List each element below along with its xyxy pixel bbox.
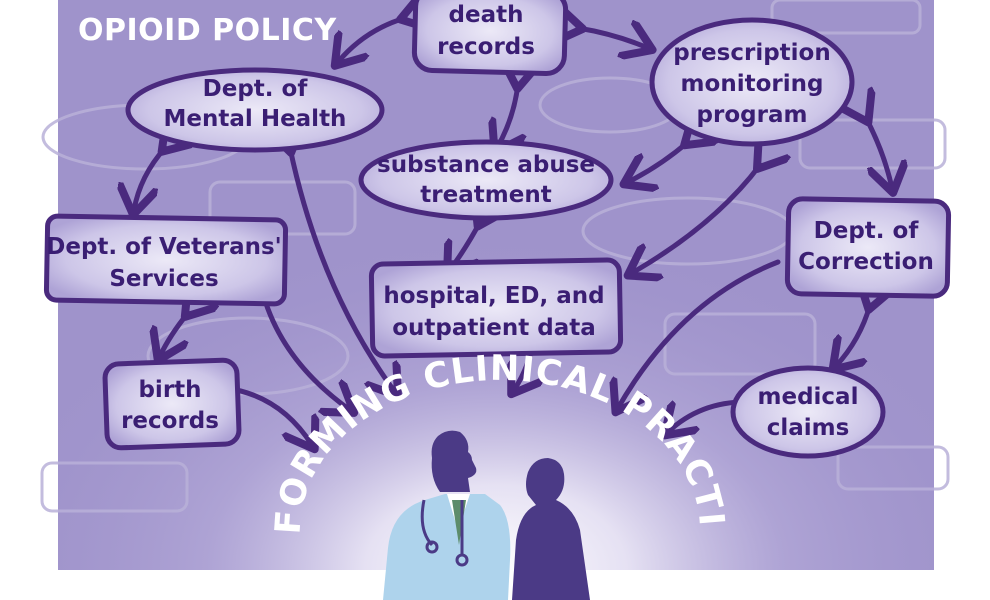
node-birth-records: birth records — [102, 357, 242, 451]
woman-silhouette-icon — [512, 458, 590, 600]
node-veterans-services: Dept. of Veterans' Services — [43, 213, 289, 307]
substance-line2: treatment — [420, 182, 551, 208]
node-death-records: death records — [411, 0, 569, 76]
mental-health-line1: Dept. of — [203, 76, 309, 102]
arrow-death-prescription — [578, 28, 648, 48]
arrow-correction-clinical — [618, 259, 781, 408]
diagram-title: OPIOID POLICY — [78, 13, 337, 48]
prescription-line2: monitoring — [681, 71, 824, 97]
node-medical-claims: medical claims — [730, 365, 886, 459]
arrow-death-mental — [338, 18, 405, 62]
node-substance-abuse: substance abuse treatment — [358, 139, 614, 221]
arrow-veterans-birth — [160, 313, 188, 356]
death-records-line2: records — [437, 34, 535, 60]
veterans-line1: Dept. of Veterans' — [46, 234, 281, 260]
arrow-prescription-hospital — [632, 165, 760, 273]
arrow-prescription-correction — [866, 118, 892, 188]
correction-line2: Correction — [798, 249, 934, 275]
arrow-correction-claims — [836, 305, 870, 366]
birth-line2: records — [121, 408, 219, 434]
birth-line1: birth — [138, 377, 201, 403]
stethoscope-icon — [455, 500, 469, 567]
doctor-silhouette-icon — [383, 430, 511, 600]
node-hospital-data: hospital, ED, and outpatient data — [368, 257, 624, 359]
arrow-hospital-clinical — [514, 353, 530, 390]
node-prescription-monitoring: prescription monitoring program — [649, 17, 855, 147]
correction-line1: Dept. of — [814, 218, 920, 244]
hospital-line1: hospital, ED, and — [383, 283, 604, 309]
death-records-line1: death — [449, 2, 524, 28]
arrow-mental-clinical — [290, 148, 395, 392]
node-correction: Dept. of Correction — [784, 196, 952, 299]
prescription-line1: prescription — [673, 40, 830, 66]
claims-line1: medical — [758, 384, 859, 410]
hospital-line2: outpatient data — [392, 315, 596, 341]
veterans-line2: Services — [109, 266, 218, 292]
substance-line1: substance abuse — [377, 152, 595, 178]
claims-line2: claims — [767, 415, 850, 441]
node-mental-health: Dept. of Mental Health — [125, 67, 385, 153]
prescription-line3: program — [697, 102, 808, 128]
mental-health-line2: Mental Health — [164, 106, 347, 132]
arrow-mental-veterans — [134, 148, 165, 210]
